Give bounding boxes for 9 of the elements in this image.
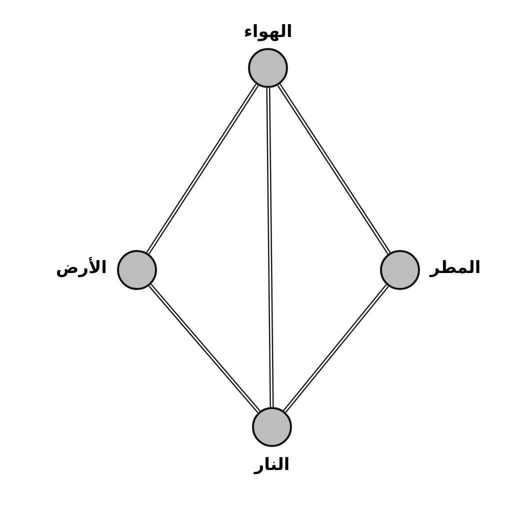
connector-line <box>283 284 389 413</box>
connector-line <box>146 84 259 254</box>
node-label: النار <box>254 455 290 475</box>
connector-line <box>277 84 391 254</box>
node-label: الأرض <box>56 258 107 278</box>
connector-line <box>266 88 274 408</box>
connector-line <box>148 284 260 414</box>
node-label: الهواء <box>244 22 292 42</box>
node-label: المطر <box>430 258 481 278</box>
